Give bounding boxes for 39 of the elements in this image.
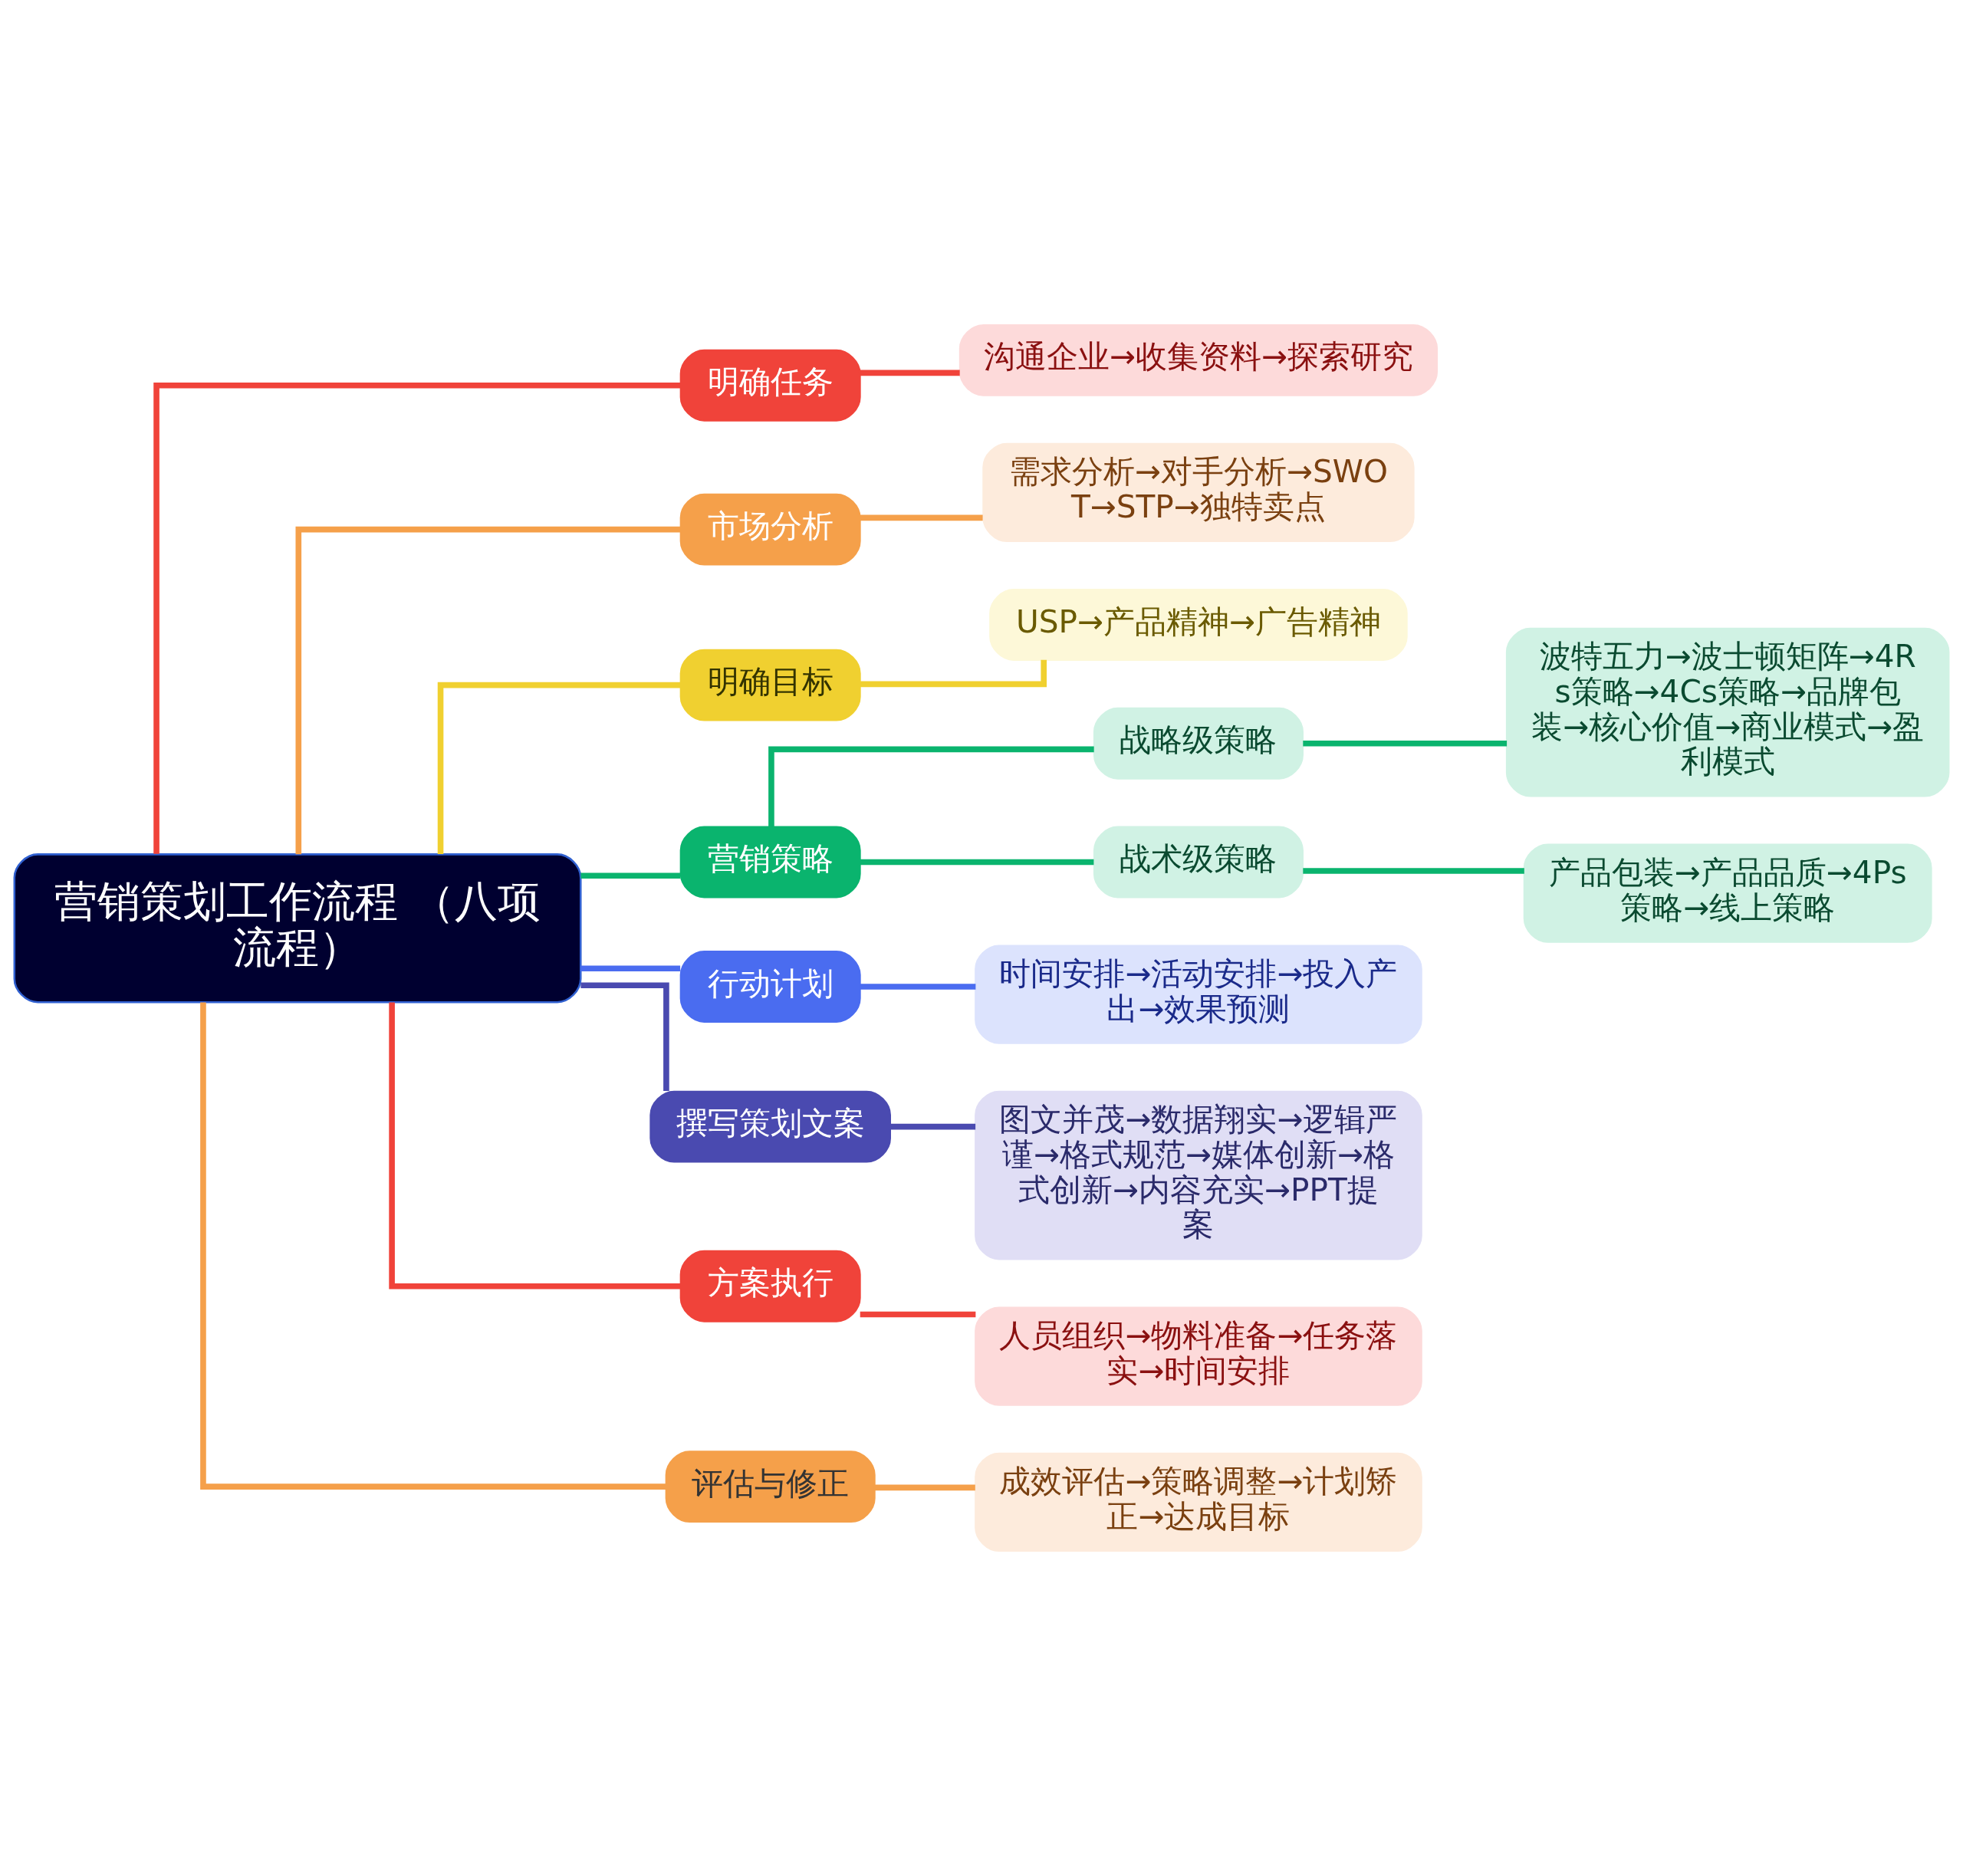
connector — [580, 872, 681, 879]
connector — [860, 859, 1094, 866]
node-box: 战略级策略 — [1093, 707, 1304, 780]
connector — [768, 746, 1094, 827]
connector — [860, 984, 976, 990]
node-box: 明确目标 — [679, 649, 861, 721]
node-box: 成效评估→策略调整→计划矫正→达成目标 — [975, 1452, 1422, 1552]
node-box: 需求分析→对手分析→SWOT→STP→独特卖点 — [982, 442, 1415, 543]
node-box: 时间安排→活动安排→投入产出→效果预测 — [975, 945, 1422, 1044]
connector — [200, 1002, 666, 1490]
connector — [860, 1311, 976, 1318]
node-box: 评估与修正 — [665, 1451, 876, 1523]
node-box: 图文并茂→数据翔实→逻辑严谨→格式规范→媒体创新→格式创新→内容充实→PPT提案 — [975, 1090, 1422, 1260]
node-box: 撰写策划文案 — [649, 1090, 891, 1163]
node-box: 波特五力→波士顿矩阵→4Rs策略→4Cs策略→品牌包装→核心价值→商业模式→盈利模式 — [1505, 627, 1950, 797]
node-box: 行动计划 — [679, 951, 861, 1023]
node-box: 营销策略 — [679, 826, 861, 899]
connector — [580, 965, 681, 972]
connector — [295, 526, 681, 855]
node-box: 战术级策略 — [1093, 826, 1304, 899]
node-box: 方案执行 — [679, 1250, 861, 1322]
connector — [860, 370, 960, 376]
connector — [580, 982, 669, 1092]
node-box: 沟通企业→收集资料→探索研究 — [958, 324, 1439, 396]
node-box: 明确任务 — [679, 349, 861, 422]
connector — [889, 1123, 976, 1130]
connector — [1303, 740, 1508, 747]
connector — [860, 514, 983, 521]
node-box: 产品包装→产品品质→4Ps策略→线上策略 — [1523, 843, 1932, 943]
node-box: 人员组织→物料准备→任务落实→时间安排 — [975, 1306, 1422, 1406]
connector — [860, 659, 1047, 688]
node-box: 市场分析 — [679, 493, 861, 566]
connector — [874, 1484, 975, 1491]
node-box: 营销策划工作流程 （八项流程） — [13, 853, 582, 1004]
connector — [389, 1002, 681, 1290]
connector — [437, 682, 681, 854]
connector — [153, 383, 681, 854]
node-box: USP→产品精神→广告精神 — [989, 589, 1408, 661]
connector — [1303, 868, 1524, 874]
